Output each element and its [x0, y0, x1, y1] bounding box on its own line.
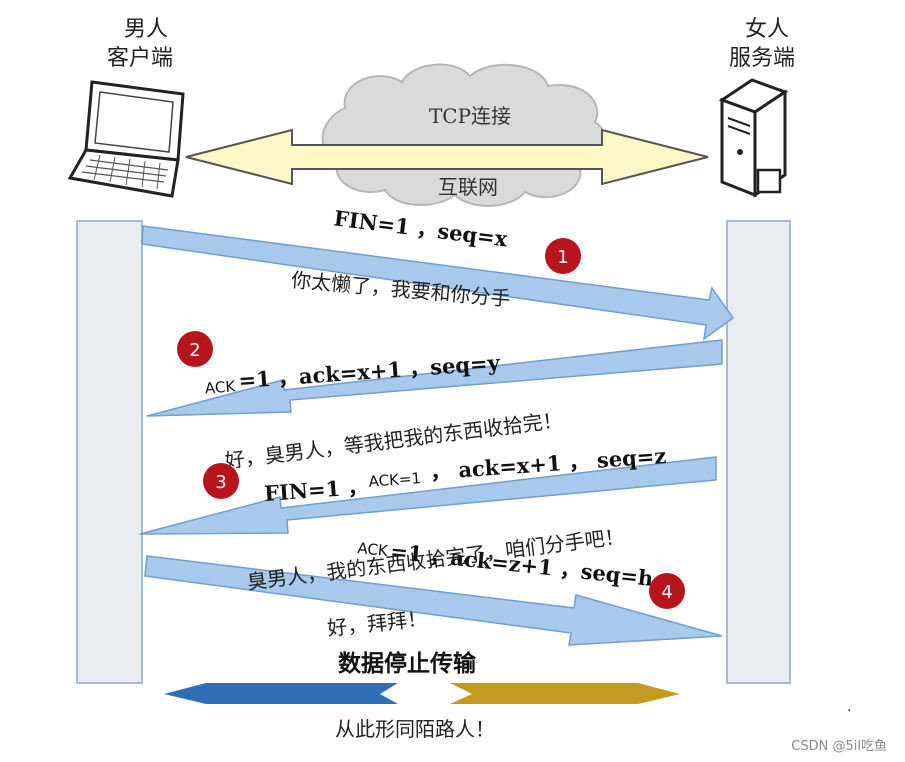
step2-label-ack: ACK — [204, 377, 237, 397]
step3-badge: 3 — [203, 463, 239, 499]
step4-badge-number: 4 — [661, 582, 672, 603]
step4-badge: 4 — [649, 573, 685, 609]
step1-badge-number: 1 — [557, 247, 568, 268]
client-label-line2: 客户端 — [107, 46, 173, 71]
step2-arrow — [146, 339, 723, 417]
step4-arrow — [144, 555, 723, 646]
laptop-icon — [67, 80, 185, 198]
csdn-watermark: CSDN @5il吃鱼 — [791, 738, 887, 754]
ending-caption: 从此形同陌路人！ — [335, 717, 495, 741]
step1-label: FIN=1 ，seq=x — [333, 205, 510, 251]
server-label-line1: 女人 — [745, 17, 789, 42]
step3-arrow — [139, 456, 717, 535]
server-timeline-bar — [726, 220, 791, 684]
client-timeline-bar — [76, 220, 143, 684]
server-direction-arrow — [450, 683, 680, 704]
server-icon — [718, 78, 789, 198]
step3-label-ack: ACK=1 — [368, 469, 422, 491]
step1-arrow — [141, 225, 735, 341]
step1-badge: 1 — [545, 238, 581, 274]
cloud-bottom-label: 互联网 — [438, 175, 498, 199]
tcp-connection-arrow — [185, 128, 709, 186]
server-label-line2: 服务端 — [729, 46, 795, 71]
stray-dot: . — [847, 699, 851, 715]
step3-badge-number: 3 — [215, 472, 226, 493]
client-label-line1: 男人 — [124, 17, 168, 42]
stop-transmission-label: 数据停止传输 — [338, 650, 477, 677]
step2-badge: 2 — [177, 331, 213, 367]
cloud-top-label: TCP连接 — [429, 104, 511, 128]
client-direction-arrow — [164, 683, 398, 704]
step4-label-ack: ACK — [357, 539, 390, 560]
step2-badge-number: 2 — [189, 340, 200, 361]
step4-speech: 好，拜拜！ — [326, 606, 428, 640]
